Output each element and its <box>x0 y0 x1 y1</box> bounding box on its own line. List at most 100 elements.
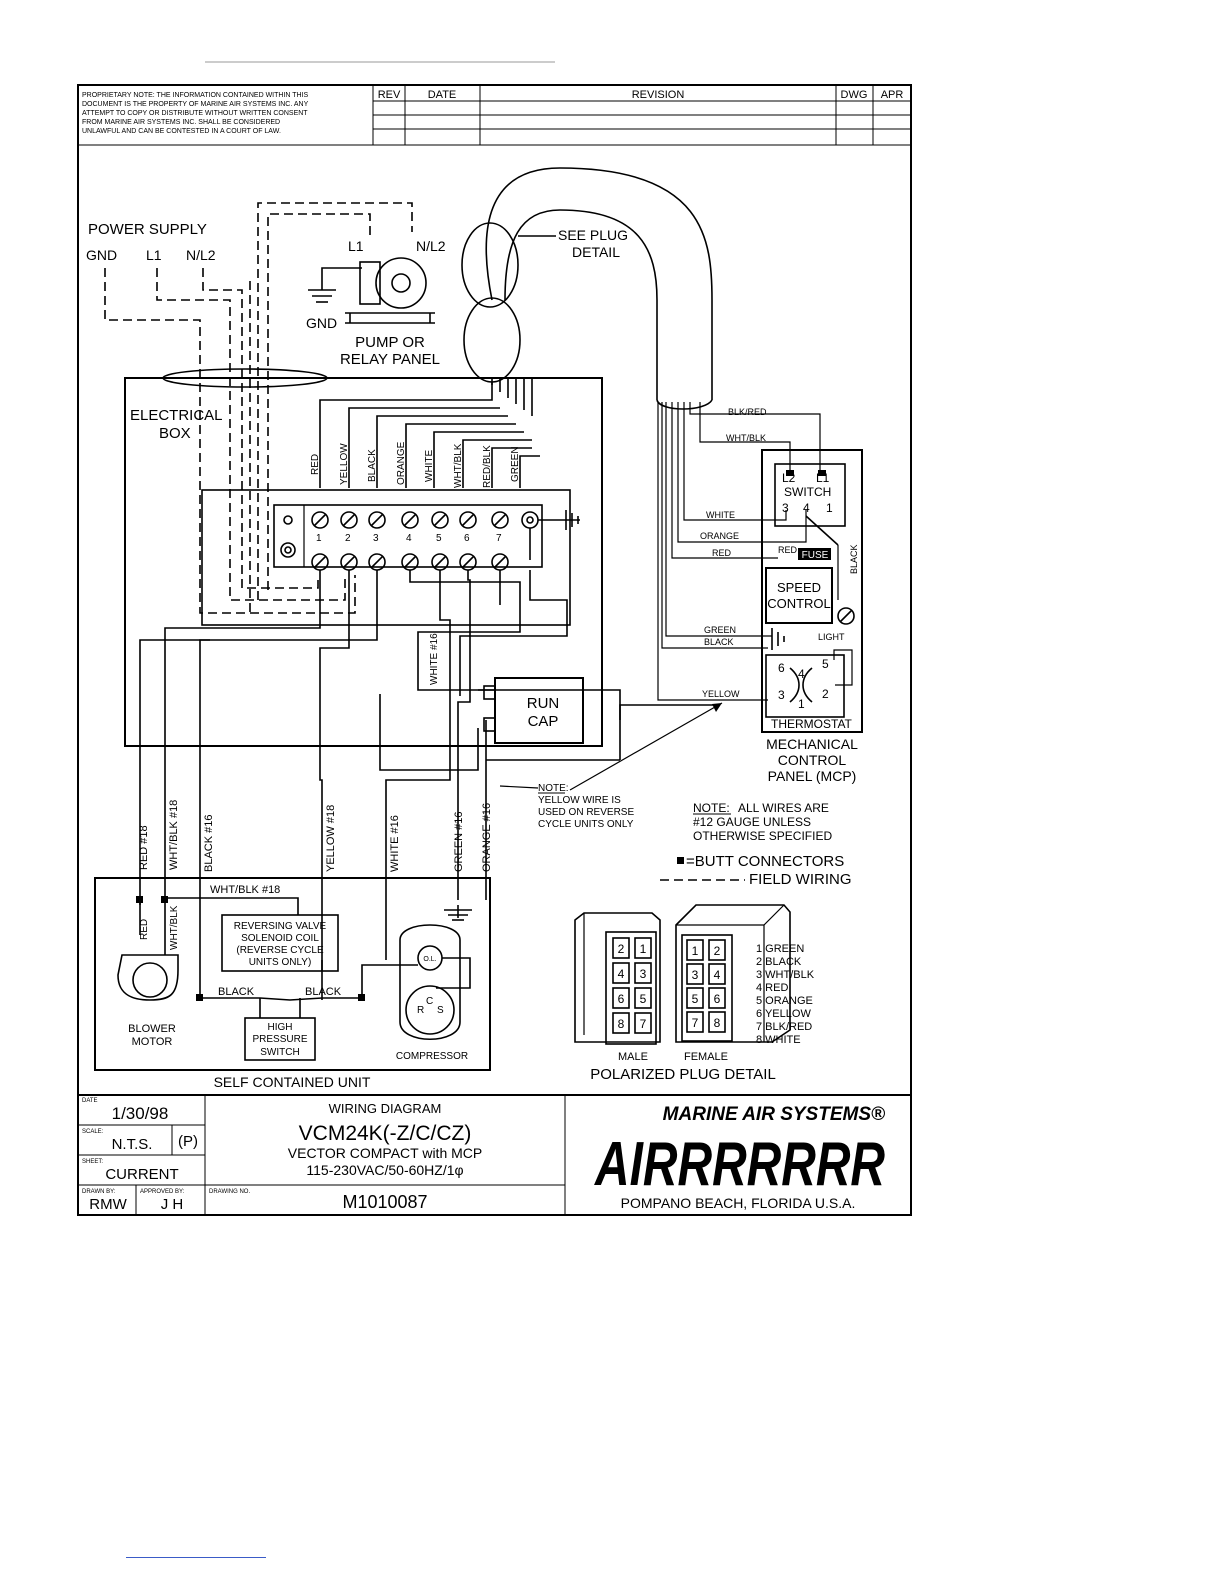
svg-text:UNITS ONLY): UNITS ONLY) <box>249 957 312 968</box>
svg-text:BLK/RED: BLK/RED <box>728 407 767 417</box>
svg-text:1/30/98: 1/30/98 <box>112 1104 169 1123</box>
svg-text:MECHANICAL: MECHANICAL <box>766 736 858 752</box>
svg-text:BLACK: BLACK <box>305 986 342 998</box>
speed-control <box>765 567 833 624</box>
svg-text:7 BLK/RED: 7 BLK/RED <box>756 1021 812 1033</box>
svg-text:VECTOR COMPACT with MCP: VECTOR COMPACT with MCP <box>288 1145 482 1161</box>
svg-text:APR: APR <box>881 89 904 101</box>
terminal-screws: 1 2 3 4 5 6 7 <box>311 510 580 571</box>
svg-text:4: 4 <box>406 533 412 544</box>
self-contained-unit: WHT/BLK #18 RED WHT/BLK REVERSING VALVE … <box>94 877 491 1090</box>
svg-text:POWER SUPPLY: POWER SUPPLY <box>88 221 207 238</box>
svg-text:RED: RED <box>712 548 732 558</box>
svg-text:DRAWING NO.: DRAWING NO. <box>209 1189 250 1195</box>
svg-text:BLOWER: BLOWER <box>128 1023 176 1035</box>
female-plug: 1 2 3 4 5 6 7 8 <box>675 904 791 1043</box>
svg-text:CURRENT: CURRENT <box>105 1166 178 1183</box>
svg-text:PRESSURE: PRESSURE <box>252 1034 307 1045</box>
svg-text:3: 3 <box>373 533 379 544</box>
pump-field-wiring <box>249 202 413 612</box>
svg-text:YELLOW: YELLOW <box>339 443 350 485</box>
svg-text:WHITE: WHITE <box>424 449 435 482</box>
svg-text:POLARIZED PLUG DETAIL: POLARIZED PLUG DETAIL <box>590 1066 776 1083</box>
svg-text:J H: J H <box>161 1196 184 1213</box>
svg-text:S: S <box>437 1005 444 1016</box>
svg-text:DWG: DWG <box>841 89 868 101</box>
svg-text:WHT/BLK: WHT/BLK <box>453 443 464 488</box>
svg-text:2 BLACK: 2 BLACK <box>756 956 802 968</box>
svg-text:1: 1 <box>826 501 833 515</box>
svg-text:WHITE: WHITE <box>706 510 735 520</box>
svg-text:4: 4 <box>803 501 810 515</box>
pump-relay-panel: L1 N/L2 GND PUMP OR RELAY PANEL <box>306 238 446 368</box>
svg-text:YELLOW: YELLOW <box>702 689 740 699</box>
svg-text:FIELD WIRING: FIELD WIRING <box>749 871 852 888</box>
drawing-frame <box>77 84 912 1216</box>
svg-text:4: 4 <box>714 968 721 982</box>
svg-text:SHEET:: SHEET: <box>82 1159 103 1165</box>
power-supply: POWER SUPPLY GND L1 N/L2 <box>86 221 356 614</box>
compressor-icon: O.L. R C S <box>361 924 471 1040</box>
svg-text:WIRING DIAGRAM: WIRING DIAGRAM <box>329 1101 442 1116</box>
svg-text:M1010087: M1010087 <box>342 1192 427 1212</box>
svg-text:WHITE #16: WHITE #16 <box>389 815 401 872</box>
svg-text:DETAIL: DETAIL <box>572 244 620 260</box>
svg-text:CYCLE UNITS ONLY: CYCLE UNITS ONLY <box>538 819 634 830</box>
svg-text:N.T.S.: N.T.S. <box>112 1136 153 1153</box>
notes: NOTE: YELLOW WIRE IS USED ON REVERSE CYC… <box>499 702 852 888</box>
svg-text:3: 3 <box>778 688 785 702</box>
svg-text:MOTOR: MOTOR <box>132 1036 173 1048</box>
svg-text:ALL WIRES ARE: ALL WIRES ARE <box>738 801 829 815</box>
svg-text:DATE: DATE <box>428 89 457 101</box>
svg-text:FEMALE: FEMALE <box>684 1051 728 1063</box>
svg-text:NOTE:: NOTE: <box>693 801 730 815</box>
svg-text:PUMP OR: PUMP OR <box>355 334 425 351</box>
butt-connector-symbol <box>677 857 684 864</box>
footer-rule <box>126 1557 266 1558</box>
svg-text:GREEN #16: GREEN #16 <box>453 811 465 872</box>
svg-text:3 WHT/BLK: 3 WHT/BLK <box>756 969 815 981</box>
svg-text:SCALE:: SCALE: <box>82 1129 104 1135</box>
svg-text:REV: REV <box>378 89 401 101</box>
svg-text:YELLOW WIRE IS: YELLOW WIRE IS <box>538 795 621 806</box>
svg-text:POMPANO BEACH, FLORIDA U.S.A.: POMPANO BEACH, FLORIDA U.S.A. <box>621 1195 856 1211</box>
company-logo: MARINE AIR SYSTEMS® AIRRRRRRR POMPANO BE… <box>593 1104 885 1211</box>
svg-text:2: 2 <box>714 944 721 958</box>
svg-text:R: R <box>417 1005 424 1016</box>
svg-text:YELLOW #18: YELLOW #18 <box>325 805 337 872</box>
svg-text:6: 6 <box>618 992 625 1006</box>
svg-text:3: 3 <box>640 967 647 981</box>
svg-text:SWITCH: SWITCH <box>260 1047 299 1058</box>
svg-text:6 YELLOW: 6 YELLOW <box>756 1008 811 1020</box>
svg-text:6: 6 <box>778 661 785 675</box>
ground-symbol-pump <box>308 289 336 303</box>
svg-text:WHT/BLK: WHT/BLK <box>726 433 766 443</box>
svg-text:5 ORANGE: 5 ORANGE <box>756 995 813 1007</box>
svg-text:USED ON REVERSE: USED ON REVERSE <box>538 807 634 818</box>
unit-wiring: WHITE #16 <box>139 570 715 1000</box>
polarized-plug-detail: 2 1 4 3 6 5 8 7 1 2 3 4 5 6 7 8 <box>574 904 815 1083</box>
svg-text:2: 2 <box>618 942 625 956</box>
svg-text:SWITCH: SWITCH <box>784 485 831 499</box>
svg-text:115-230VAC/50-60HZ/1φ: 115-230VAC/50-60HZ/1φ <box>306 1162 463 1178</box>
svg-text:1: 1 <box>798 697 805 711</box>
svg-text:4 RED: 4 RED <box>756 982 788 994</box>
svg-text:SEE PLUG: SEE PLUG <box>558 227 628 243</box>
pump-icon <box>375 257 427 309</box>
svg-text:AIRRRRRRR: AIRRRRRRR <box>593 1130 885 1199</box>
svg-text:2: 2 <box>345 533 351 544</box>
unit-wire-labels: RED #18 WHT/BLK #18 BLACK #16 YELLOW #18… <box>138 800 493 872</box>
svg-text:8 WHITE: 8 WHITE <box>756 1034 801 1046</box>
svg-text:FUSE: FUSE <box>802 550 829 561</box>
svg-text:3: 3 <box>782 501 789 515</box>
svg-text:ATTEMPT TO COPY OR DISTRIBUTE: ATTEMPT TO COPY OR DISTRIBUTE WITHOUT WR… <box>82 110 308 117</box>
svg-text:REVERSING VALVE: REVERSING VALVE <box>234 921 327 932</box>
high-pressure-switch <box>244 1017 316 1061</box>
svg-text:SOLENOID COIL: SOLENOID COIL <box>241 933 319 944</box>
mechanical-control-panel: BLK/RED WHT/BLK WHITE ORANGE RED GREEN B… <box>657 402 863 784</box>
svg-text:VCM24K(-Z/C/CZ): VCM24K(-Z/C/CZ) <box>299 1122 472 1145</box>
revision-table: REV DATE REVISION DWG APR <box>373 85 911 145</box>
svg-text:GND: GND <box>306 315 337 331</box>
svg-text:5: 5 <box>640 992 647 1006</box>
